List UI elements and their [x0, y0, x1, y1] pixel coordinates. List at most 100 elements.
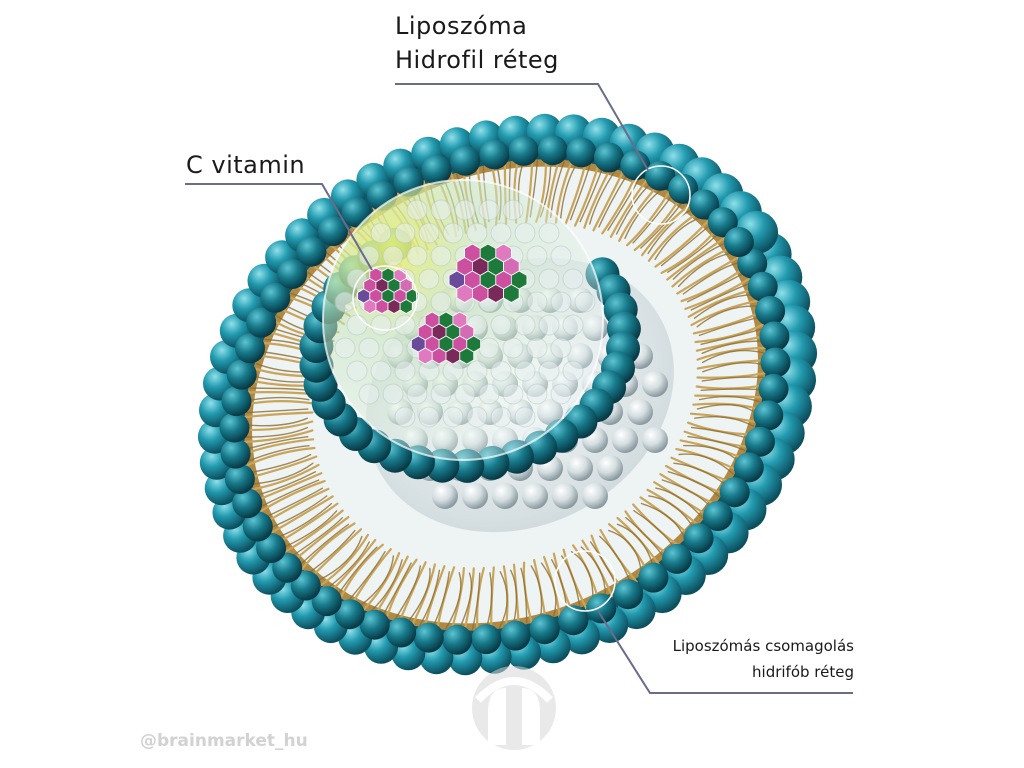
lipid-tail	[260, 479, 320, 507]
lipid-tail	[690, 426, 751, 440]
core-sphere-cell	[526, 245, 548, 267]
lipid-tail	[299, 523, 350, 566]
core-sphere-cell	[562, 314, 584, 336]
core-sphere-cell	[466, 360, 488, 382]
outer-lipid-head	[442, 624, 473, 655]
lipid-tail	[694, 416, 755, 427]
lipid-tail	[579, 166, 604, 223]
outer-lipid-head	[235, 333, 265, 364]
leader-line-packaging	[597, 610, 853, 694]
lipid-tail	[701, 376, 764, 382]
lipid-tail	[686, 272, 745, 303]
core-sphere-cell	[478, 383, 500, 405]
outer-lipid-head	[745, 426, 775, 457]
outer-lipid-head	[683, 523, 714, 554]
outer-lipid-head	[220, 438, 251, 469]
lipid-tail	[700, 388, 763, 391]
lipid-tail	[246, 455, 318, 480]
core-sphere-cell	[418, 222, 440, 244]
core-sphere-cell	[406, 245, 428, 267]
lipid-tail	[246, 408, 309, 414]
lipid-tail	[561, 555, 581, 608]
lipid-tail	[589, 541, 619, 590]
vitamin-c-hexagon	[399, 299, 413, 314]
watermark-handle: @brainmarket_hu	[140, 731, 308, 751]
lipid-tail	[667, 233, 719, 273]
callout-circle-hydrophobic	[554, 550, 616, 612]
core-sphere-cell	[382, 337, 404, 359]
outer-lipid-head	[723, 227, 754, 257]
lipid-tail	[696, 346, 769, 361]
core-sphere-cell	[538, 314, 560, 336]
core-sphere-cell	[538, 222, 560, 244]
lipid-tail	[698, 316, 760, 337]
lipid-tail	[654, 218, 711, 268]
outer-lipid-head	[537, 135, 568, 166]
lipid-tail	[327, 541, 370, 589]
inner-lipid-sphere	[567, 455, 593, 481]
callout-circle-hydrophilic	[631, 165, 691, 225]
lipid-tail	[648, 495, 695, 530]
inner-lipid-sphere	[522, 483, 548, 509]
brainmarket-logo-icon	[472, 666, 556, 750]
lipid-tail	[673, 462, 728, 487]
lipid-tail	[318, 533, 369, 588]
lipid-tail	[609, 177, 650, 238]
lipid-tail	[676, 255, 741, 295]
lipid-tail	[291, 517, 343, 557]
liposome-label: Liposzóma	[395, 12, 528, 40]
packaging-label-line2: hidrifób réteg	[752, 663, 854, 681]
lipid-tail	[694, 322, 766, 344]
lipid-tail	[626, 188, 672, 247]
inner-lipid-sphere	[462, 483, 488, 509]
outer-lipid-head	[500, 620, 531, 651]
leader-line-vitamin	[185, 183, 373, 271]
lipid-tail	[265, 487, 324, 518]
core-sphere-cell	[370, 314, 392, 336]
vitamin-c-hexagon	[445, 347, 461, 365]
lipid-tail	[241, 429, 314, 444]
lipid-tail	[299, 522, 356, 572]
lipid-tail	[632, 194, 673, 244]
outer-lipid-head	[747, 271, 778, 302]
lipid-tail	[258, 480, 326, 514]
inner-lipid-sphere	[642, 371, 668, 397]
lipid-tail	[245, 417, 308, 427]
core-sphere-cell	[394, 360, 416, 382]
core-sphere-cell	[370, 360, 392, 382]
vitamin-c-hexagon	[417, 347, 433, 365]
outer-lipid-head	[758, 373, 789, 404]
core-sphere-cell	[502, 383, 524, 405]
vitamin-c-hexagon	[459, 347, 475, 365]
outer-lipid-head	[719, 477, 750, 508]
vitamin-c-hexagon	[375, 299, 389, 314]
inner-lipid-sphere	[552, 483, 578, 509]
lipid-tail	[247, 396, 310, 402]
lipid-tail	[250, 453, 312, 474]
core-sphere-cell	[430, 245, 452, 267]
lipid-tail	[598, 173, 628, 228]
core-sphere-cell	[334, 291, 356, 313]
lipid-tail	[702, 349, 765, 364]
outer-lipid-head	[479, 139, 510, 170]
core-sphere-cell	[502, 199, 524, 221]
lipid-tail	[680, 266, 747, 303]
outer-lipid-head	[359, 609, 390, 640]
inner-lipid-sphere	[642, 427, 668, 453]
outer-lipid-head	[566, 137, 597, 168]
lipid-tail	[624, 188, 663, 239]
core-sphere-cell	[394, 406, 416, 428]
core-sphere-cell	[550, 383, 572, 405]
lipid-tail	[244, 446, 316, 468]
lipid-tail	[360, 552, 401, 613]
lipid-tail	[633, 510, 675, 549]
outer-lipid-head	[529, 614, 560, 645]
core-sphere-cell	[490, 360, 512, 382]
lipid-tail	[406, 567, 431, 624]
outer-lipid-head	[246, 307, 277, 338]
lipid-tail	[677, 252, 733, 288]
core-sphere-cell	[514, 314, 536, 336]
lipid-tail	[382, 562, 412, 617]
lipid-tail	[592, 168, 626, 232]
